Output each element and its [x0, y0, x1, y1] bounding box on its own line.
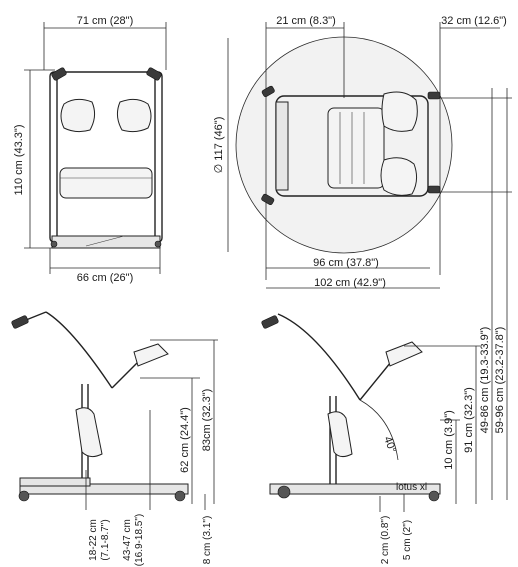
height-10-label: 10 cm (3.9")	[443, 410, 455, 470]
dim-8-label: 8 cm (3.1")	[202, 516, 213, 565]
shin-pad-left	[75, 407, 103, 458]
side-handle-left-icon	[11, 315, 29, 329]
top-view: 71 cm (28") 110 cm (43.3") 66 cm (26")	[13, 15, 167, 284]
knee-support-left	[133, 343, 169, 367]
dim-18-22-label: 18-22 cm	[88, 519, 99, 561]
knee-pad-left	[60, 98, 96, 133]
lift-mast-left	[45, 311, 113, 389]
base-left	[19, 483, 189, 495]
brand-label: lotus xl	[396, 482, 427, 493]
height-62-label: 62 cm (24.4")	[179, 407, 191, 473]
diameter-label: ∅ 117 (46")	[213, 117, 225, 174]
side-view-left: 62 cm (24.4") 83cm (32.3") 18-22 cm (7.1…	[11, 311, 218, 566]
width-top-label: 71 cm (28")	[77, 15, 133, 27]
base-top	[51, 235, 161, 249]
knee-pad-top-rotated	[381, 91, 418, 132]
side-handle-right-icon	[261, 315, 279, 329]
handle-grip-rot-d-icon	[427, 185, 441, 194]
height-91-label: 91 cm (32.3")	[463, 387, 475, 453]
footplate-top	[59, 167, 153, 199]
handle-grip-right-icon	[146, 67, 162, 81]
dim-18-22-in-label: (7.1-8.7")	[100, 519, 111, 560]
turning-circle-view: 21 cm (8.3") 32 cm (12.6") ∅ 117 (46") 9…	[213, 15, 512, 500]
handle-grip-rot-a-icon	[261, 85, 275, 98]
base-right	[269, 483, 441, 495]
width-bottom-label: 66 cm (26")	[77, 272, 133, 284]
lift-mast-right	[277, 313, 361, 401]
footplate-rotated	[327, 107, 385, 189]
height-b-label: 59-96 cm (23.2-37.8")	[494, 327, 506, 434]
knee-pad-right	[116, 98, 152, 133]
height-a-label: 49-86 cm (19.3-33.9")	[479, 327, 491, 434]
handle-grip-rot-b-icon	[261, 193, 275, 206]
side-view-right: lotus xl 40° 10 cm (3.9") 91 cm (32.3") …	[261, 313, 480, 565]
inner-length-label: 96 cm (37.8")	[313, 257, 379, 269]
dim-5-label: 5 cm (2")	[402, 520, 413, 560]
handle-grip-left-icon	[51, 67, 67, 81]
shin-pad-right	[327, 411, 353, 458]
knee-support-right	[385, 341, 423, 367]
left-offset-label: 21 cm (8.3")	[276, 15, 336, 27]
right-offset-label: 32 cm (12.6")	[441, 15, 507, 27]
height-83-label: 83cm (32.3")	[201, 389, 213, 452]
dim-43-47-in-label: (16.9-18.5")	[134, 514, 145, 566]
handle-grip-rot-c-icon	[427, 91, 441, 100]
dim-2-label: 2 cm (0.8")	[380, 516, 391, 565]
outer-length-label: 102 cm (42.9")	[314, 277, 386, 289]
knee-pad-bottom-rotated	[380, 157, 418, 196]
lift-frame-top	[49, 71, 163, 243]
length-label: 110 cm (43.3")	[13, 125, 25, 196]
dim-43-47-label: 43-47 cm	[122, 519, 133, 561]
angle-label: 40°	[381, 435, 398, 455]
